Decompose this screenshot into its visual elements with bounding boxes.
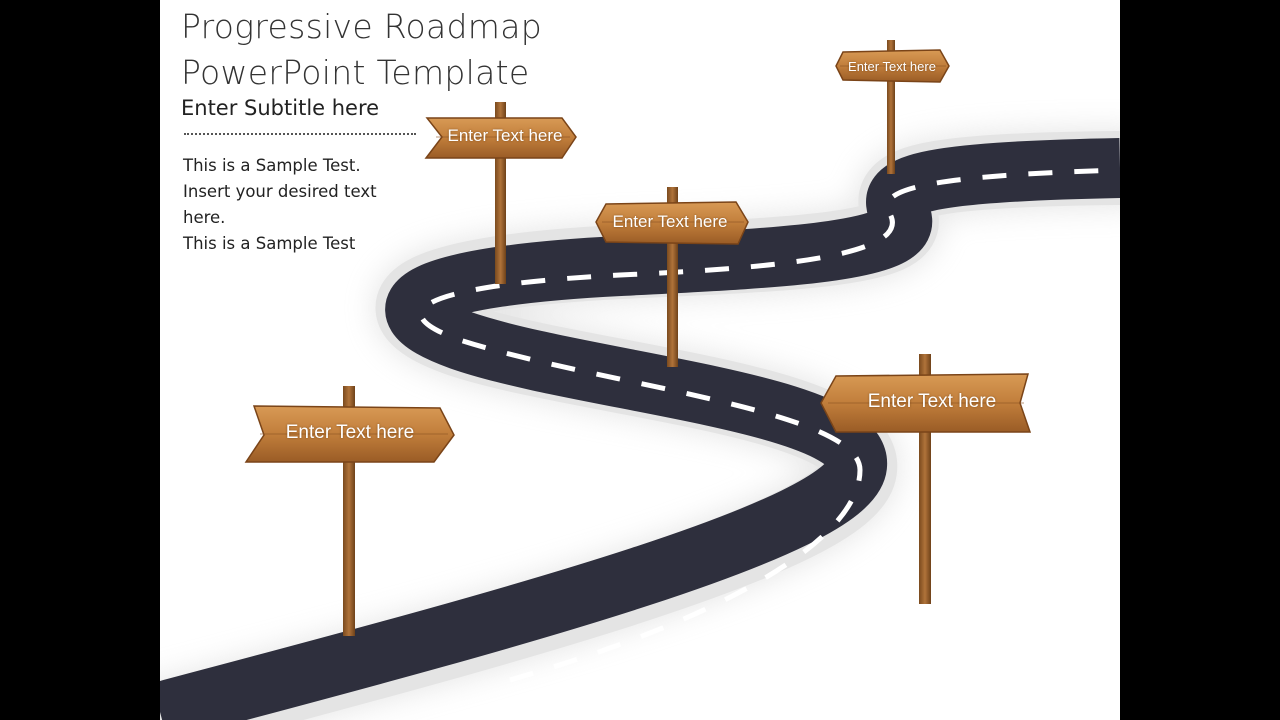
sign-post-3: [667, 187, 678, 367]
body-line: Insert your desired text: [183, 182, 377, 201]
sign-label-3: Enter Text here: [612, 212, 728, 231]
sign-board-2: [424, 117, 577, 159]
sign-post-2: [495, 102, 506, 284]
sign-post-4: [887, 40, 895, 174]
sign-board-1: [244, 405, 455, 463]
sign-board-3: [595, 201, 749, 245]
slide-title-line-2: PowerPoint Template: [181, 53, 530, 92]
body-line: here.: [183, 208, 226, 227]
slide-subtitle: Enter Subtitle here: [181, 96, 380, 120]
subtitle-divider: [184, 133, 416, 135]
slide-title: Progressive Roadmap PowerPoint Template: [181, 4, 542, 96]
sign-label-1: Enter Text here: [285, 422, 415, 443]
sign-label-2: Enter Text here: [447, 126, 563, 145]
roadmap-illustration: [160, 40, 1120, 720]
lane-markings: [418, 167, 1120, 683]
sign-board-5: [820, 373, 1032, 433]
body-line: This is a Sample Test.: [183, 156, 361, 175]
sign-label-4: Enter Text here: [848, 59, 936, 74]
body-line: This is a Sample Test: [183, 234, 356, 253]
sign-label-5: Enter Text here: [867, 391, 997, 412]
slide-canvas: Progressive Roadmap PowerPoint Template …: [160, 0, 1120, 720]
sign-board-4: [835, 49, 950, 83]
slide-title-line-1: Progressive Roadmap: [181, 7, 542, 46]
body-text: This is a Sample Test. Insert your desir…: [183, 153, 413, 257]
